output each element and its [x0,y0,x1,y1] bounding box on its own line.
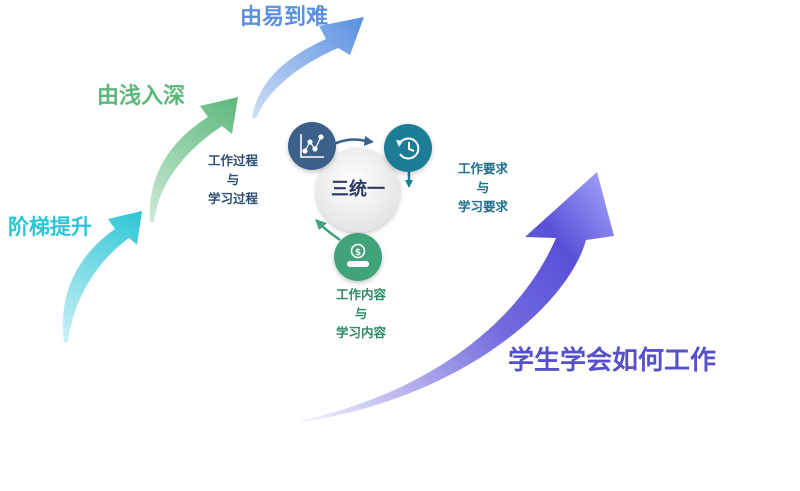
pair-bottom-text: 学习过程 [207,191,258,206]
pair-bottom-text: 学习要求 [457,199,508,214]
connector-requirement-down [405,171,413,188]
center-circle [316,148,400,232]
scatter-chart-icon [300,134,324,158]
pair-bottom-text: 学习内容 [335,325,386,340]
node-content: $ [334,233,382,281]
pair-label-content: 工作内容 与 学习内容 [331,285,391,342]
step-arrow-1 [62,211,142,342]
step-arrow-2 [149,97,238,222]
goal-arrow [300,172,614,422]
node-requirement [384,124,432,172]
step-label-1: 阶梯提升 [8,215,92,239]
step-arrow-3 [252,17,364,118]
connector-process-to-requirement [333,136,374,146]
goal-label: 学生学会如何工作 [508,346,717,376]
pair-join-text: 与 [354,306,368,321]
pair-top-text: 工作内容 [335,287,386,302]
pair-top-text: 工作要求 [457,161,508,176]
center-label: 三统一 [331,179,385,200]
pair-join-text: 与 [226,172,240,187]
pair-top-text: 工作过程 [207,153,258,168]
pair-join-text: 与 [476,180,490,195]
pair-label-requirement: 工作要求 与 学习要求 [453,159,513,216]
node-process [288,122,336,170]
step-label-2: 由浅入深 [97,84,186,109]
svg-text:$: $ [355,248,361,258]
step-label-3: 由易到难 [240,5,329,30]
connector-content-to-process [315,219,341,242]
history-clock-icon [396,137,420,160]
money-person-icon: $ [347,243,369,267]
pair-label-process: 工作过程 与 学习过程 [203,151,263,208]
